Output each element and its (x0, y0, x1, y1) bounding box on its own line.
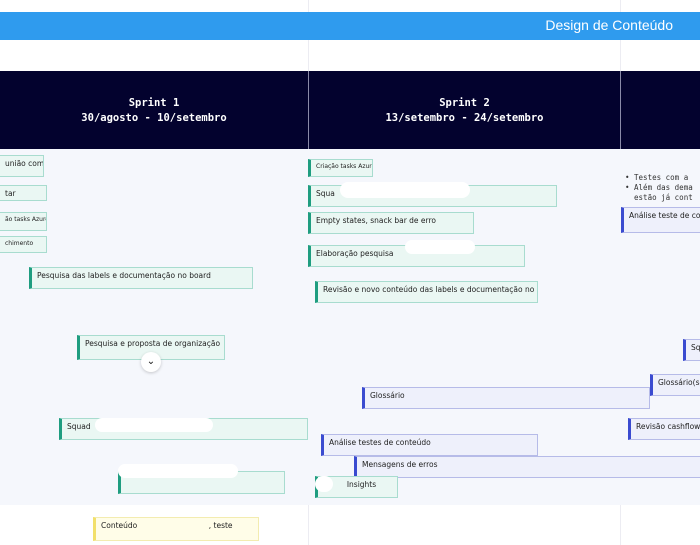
task-card[interactable]: Revisão e novo conteúdo das labels e doc… (315, 281, 538, 303)
sprint-name: Sprint 1 (128, 97, 180, 109)
task-card[interactable]: Empty states, snack bar de erro (308, 212, 474, 234)
chevron-down-icon[interactable]: ⌄ (141, 352, 161, 372)
task-card-label: Mensagens de erros (362, 460, 438, 469)
task-card-label: ão tasks Azure (5, 216, 47, 223)
redaction (118, 464, 238, 478)
task-card-label: Glossário(sep (658, 378, 700, 387)
task-card[interactable]: Criação tasks Azure (308, 159, 373, 177)
sprint-header: Sprint 1 30/agosto - 10/setembro Sprint … (0, 71, 700, 149)
task-card[interactable]: Revisão cashflow(in (628, 418, 700, 440)
task-card-label: Elaboração pesquisa (316, 249, 394, 258)
sprint-dates: 30/agosto - 10/setembro (81, 112, 227, 124)
redaction (315, 476, 333, 492)
task-card[interactable]: Análise testes de conteúdo (321, 434, 538, 456)
task-card[interactable]: chimento (0, 236, 47, 253)
task-card-label: chimento (5, 240, 34, 247)
task-card[interactable]: Mensagens de erros (354, 456, 700, 478)
task-card[interactable]: tar (0, 185, 47, 201)
task-card-label: Análise testes de conteúdo (329, 438, 431, 447)
task-card-label: Criação tasks Azure (316, 163, 373, 170)
note-line: • Além das dema (625, 183, 693, 192)
task-card-label: Análise teste de conte (629, 211, 700, 220)
task-card-label: Conteúdo , teste (101, 521, 233, 530)
sprint-name: Sprint 2 (439, 97, 490, 109)
task-card-label: Empty states, snack bar de erro (316, 216, 437, 225)
task-card[interactable]: ão tasks Azure (0, 212, 47, 231)
task-card[interactable]: união com (0, 155, 44, 177)
task-card-label: Revisão e novo conteúdo das labels e doc… (323, 285, 535, 294)
task-card-label: Squad (67, 422, 91, 431)
task-card[interactable]: Pesquisa das labels e documentação no bo… (29, 267, 253, 289)
task-card[interactable]: Squ (683, 339, 700, 361)
task-card-label: Pesquisa e proposta de organização (85, 339, 221, 348)
task-card-label: união com (5, 159, 44, 168)
note-line: • Testes com a (625, 173, 689, 182)
task-card[interactable]: Pesquisa e proposta de organização (77, 335, 225, 360)
redaction (405, 240, 475, 254)
task-card[interactable]: Análise teste de conte (621, 207, 700, 233)
lane-title: Design de Conteúdo (545, 17, 673, 33)
task-card[interactable]: Glossário (362, 387, 650, 409)
task-card[interactable]: Glossário(sep (650, 374, 700, 396)
task-card-label: Pesquisa das labels e documentação no bo… (37, 271, 211, 280)
task-card-label: Revisão cashflow(in (636, 422, 700, 431)
redaction (340, 182, 470, 198)
task-card-label: tar (5, 189, 16, 198)
redaction (95, 418, 213, 432)
task-card[interactable]: Conteúdo , teste (93, 517, 259, 541)
sprint-1-header: Sprint 1 30/agosto - 10/setembro (0, 71, 309, 149)
note-line: estão já cont (625, 193, 693, 202)
task-card-label: Glossário (370, 391, 405, 400)
task-card-label: Squ (691, 343, 700, 352)
lane-banner: Design de Conteúdo (0, 12, 700, 40)
sprint-3-notes: • Testes com a• Além das dema estão já c… (625, 173, 693, 203)
sprint-2-header: Sprint 2 13/setembro - 24/setembro (309, 71, 621, 149)
task-card-label: Insights (323, 480, 377, 489)
task-card-label: Squa (316, 189, 335, 198)
sprint-dates: 13/setembro - 24/setembro (385, 112, 544, 124)
